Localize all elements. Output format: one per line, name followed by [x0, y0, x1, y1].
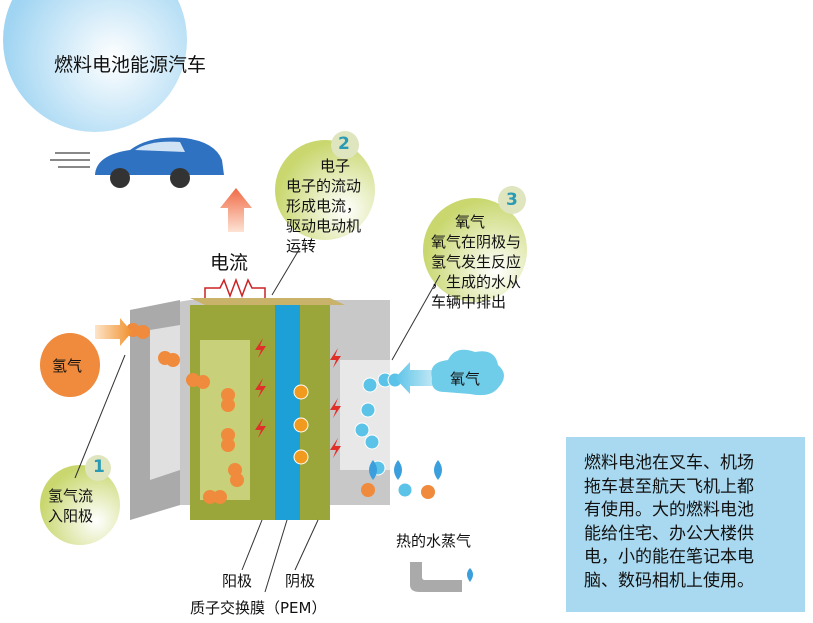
info-line: 能给住宅、办公大楼供 [584, 523, 754, 544]
info-box: 燃料电池在叉车、机场 拖车甚至航天飞机上都 有使用。大的燃料电池 能给住宅、办公… [566, 437, 805, 612]
pem-layer [275, 305, 300, 520]
oxygen-label: 氧气 [450, 370, 481, 388]
proton-icons [293, 384, 309, 465]
step-2-number: 2 [338, 134, 350, 154]
pem-label: 质子交换膜（PEM） [190, 599, 327, 617]
info-line: 有使用。大的燃料电池 [584, 500, 754, 520]
info-line: 脑、数码相机上使用。 [584, 570, 754, 591]
step-2-line: 电子的流动 [286, 177, 362, 195]
step-1-line: 氢气流 [48, 487, 94, 505]
cathode-layer [300, 305, 330, 520]
resistor-circuit-icon [204, 277, 266, 300]
step-2-line: 形成电流， [286, 197, 362, 215]
step-1-line: 入阳极 [48, 507, 94, 525]
step-2-line: 驱动电动机 [286, 217, 362, 235]
step-2-text: 电子 电子的流动 形成电流， 驱动电动机 运转 [286, 156, 361, 256]
title-circle [3, 0, 187, 132]
step-2-line: 运转 [286, 237, 317, 255]
info-line: 电，小的能在笔记本电 [584, 547, 754, 567]
step-3-line: 车辆中排出 [431, 293, 507, 311]
oxygen-arrow-icon [395, 362, 440, 394]
exhaust-pipe-icon [410, 562, 462, 592]
step-3-line: ，生成的水从 [431, 273, 522, 291]
hydrogen-arrow-icon [95, 318, 132, 346]
fuel-cell-stack [130, 298, 390, 520]
step-1-number: 1 [93, 457, 105, 477]
step-2-heading: 电子 [320, 157, 351, 175]
step-3-number: 3 [506, 190, 518, 210]
step-1-text: 氢气流 入阳极 [48, 486, 93, 526]
anode-label: 阳极 [222, 572, 253, 590]
info-line: 拖车甚至航天飞机上都 [584, 476, 754, 497]
page-title: 燃料电池能源汽车 [54, 54, 207, 76]
up-arrow-icon [220, 188, 252, 232]
hydrogen-tank-icon [40, 333, 100, 397]
cathode-label: 阴极 [285, 572, 316, 590]
step-3-line: 氧气在阴极与 [431, 233, 522, 251]
step-3-text: 氧气 氧气在阴极与 氢气发生反应 ，生成的水从 车辆中排出 [431, 212, 521, 312]
car-icon [50, 137, 224, 188]
current-label: 电流 [210, 252, 249, 274]
electron-icons [255, 338, 341, 458]
step-3-heading: 氧气 [455, 213, 486, 231]
hydrogen-molecules [126, 323, 435, 504]
info-line: 燃料电池在叉车、机场 [584, 453, 754, 473]
hydrogen-label: 氢气 [52, 357, 83, 375]
oxygen-cloud-icon [431, 349, 504, 396]
steam-label: 热的水蒸气 [396, 532, 472, 550]
step-3-line: 氢气发生反应 [431, 253, 522, 271]
water-drop-icons [369, 460, 473, 582]
